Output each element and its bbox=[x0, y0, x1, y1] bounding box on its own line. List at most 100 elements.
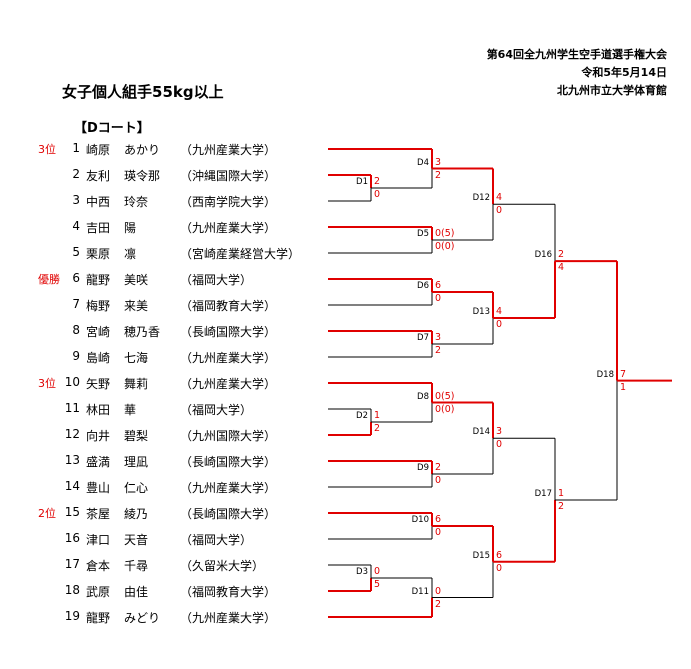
bout-score-top: 2 bbox=[374, 176, 381, 187]
bout-id: D9 bbox=[417, 463, 429, 473]
entry-number: 10 bbox=[64, 375, 80, 389]
event-date: 令和5年5月14日 bbox=[581, 66, 667, 79]
entry-number: 8 bbox=[72, 323, 80, 337]
bout-id: D18 bbox=[596, 369, 614, 380]
entry-surname: 向井 bbox=[86, 429, 111, 443]
bout-score-top: 6 bbox=[496, 549, 503, 561]
bout-id: D5 bbox=[417, 229, 429, 239]
bout-score-bottom: 0 bbox=[435, 475, 442, 486]
entry-team: （九州国際大学） bbox=[180, 429, 277, 443]
entry-number: 11 bbox=[64, 401, 80, 415]
entry-surname: 中西 bbox=[86, 195, 111, 209]
entry-given-name: 七海 bbox=[124, 351, 149, 365]
entry-surname: 吉田 bbox=[86, 221, 111, 235]
entry-number: 13 bbox=[64, 453, 80, 467]
bout-score-bottom: 0(0) bbox=[435, 403, 455, 415]
entry-surname: 倉本 bbox=[86, 559, 111, 573]
entry-team: （福岡大学） bbox=[180, 273, 253, 287]
bout-id: D13 bbox=[472, 307, 490, 317]
bout-score-top: 0(5) bbox=[435, 228, 455, 239]
bout-score-bottom: 2 bbox=[435, 169, 442, 181]
entry-number: 4 bbox=[72, 219, 80, 233]
bout-id: D14 bbox=[472, 427, 490, 438]
entry-number: 7 bbox=[72, 297, 80, 311]
entry-number: 16 bbox=[64, 531, 80, 545]
entry-given-name: 凛 bbox=[124, 247, 137, 261]
entry-number: 5 bbox=[72, 245, 80, 259]
bout-score-top: 3 bbox=[435, 332, 442, 343]
bout-score-top: 1 bbox=[374, 410, 381, 421]
entry-number: 9 bbox=[72, 349, 80, 363]
entry-number: 6 bbox=[72, 271, 80, 285]
bout-id: D7 bbox=[417, 333, 429, 343]
entry-surname: 矢野 bbox=[86, 377, 111, 391]
entry-team: （福岡教育大学） bbox=[180, 299, 277, 313]
entry-surname: 龍野 bbox=[86, 273, 111, 287]
bout-score-top: 3 bbox=[496, 426, 503, 438]
bout-score-top: 1 bbox=[558, 488, 565, 499]
bout-id: D6 bbox=[417, 281, 429, 291]
entry-given-name: 陽 bbox=[124, 221, 137, 235]
bout-score-bottom: 0 bbox=[496, 439, 503, 451]
entry-team: （九州産業大学） bbox=[180, 221, 277, 235]
bout-score-bottom: 0(0) bbox=[435, 241, 455, 252]
entry-given-name: 来美 bbox=[124, 299, 149, 313]
entry-team: （九州産業大学） bbox=[180, 611, 277, 625]
bout-score-top: 6 bbox=[435, 514, 442, 525]
entry-given-name: 由佳 bbox=[124, 585, 149, 599]
entry-number: 18 bbox=[64, 583, 80, 597]
bout-score-top: 3 bbox=[435, 156, 442, 168]
entry-team: （沖縄国際大学） bbox=[180, 169, 277, 183]
bout-score-bottom: 0 bbox=[496, 319, 503, 330]
entry-given-name: 華 bbox=[124, 403, 137, 417]
rank-label: 3位 bbox=[38, 143, 56, 156]
entry-given-name: 瑛令那 bbox=[124, 169, 161, 183]
bout-score-bottom: 0 bbox=[496, 562, 503, 574]
entry-team: （福岡大学） bbox=[180, 533, 253, 547]
entry-surname: 龍野 bbox=[86, 611, 111, 625]
bout-score-top: 4 bbox=[496, 192, 503, 204]
entry-number: 2 bbox=[72, 167, 80, 181]
entry-surname: 友利 bbox=[86, 169, 111, 183]
entry-surname: 津口 bbox=[86, 533, 111, 547]
rank-label: 2位 bbox=[38, 507, 56, 520]
bout-id: D11 bbox=[411, 586, 429, 597]
entry-team: （福岡大学） bbox=[180, 403, 253, 417]
entry-team: （長崎国際大学） bbox=[180, 325, 277, 339]
bout-score-top: 2 bbox=[435, 462, 442, 473]
bout-score-top: 0 bbox=[435, 585, 442, 597]
bout-score-bottom: 0 bbox=[374, 189, 381, 200]
rank-label: 優勝 bbox=[38, 273, 60, 286]
entry-surname: 栗原 bbox=[86, 247, 111, 261]
event-venue: 北九州市立大学体育館 bbox=[557, 84, 667, 97]
entry-given-name: 理凪 bbox=[124, 455, 149, 469]
bout-score-bottom: 2 bbox=[435, 598, 442, 610]
bout-id: D4 bbox=[417, 157, 429, 168]
bout-score-bottom: 2 bbox=[558, 501, 565, 512]
bout-id: D16 bbox=[534, 250, 552, 261]
entry-surname: 宮崎 bbox=[86, 325, 111, 339]
bout-id: D1 bbox=[356, 177, 368, 187]
event-title: 第64回全九州学生空手道選手権大会 bbox=[486, 48, 667, 61]
entry-surname: 林田 bbox=[86, 403, 111, 417]
entry-number: 3 bbox=[72, 193, 80, 207]
bout-score-bottom: 0 bbox=[435, 293, 442, 304]
entry-surname: 崎原 bbox=[86, 143, 111, 157]
entry-number: 14 bbox=[64, 479, 80, 493]
bout-score-bottom: 1 bbox=[620, 381, 627, 393]
entry-team: （福岡教育大学） bbox=[180, 585, 277, 599]
entry-given-name: 舞莉 bbox=[124, 377, 149, 391]
entry-given-name: 穂乃香 bbox=[124, 325, 161, 339]
entry-team: （九州産業大学） bbox=[180, 377, 277, 391]
entry-number: 1 bbox=[72, 141, 80, 155]
bout-score-top: 0(5) bbox=[435, 390, 455, 402]
page-title: 女子個人組手55kg以上 bbox=[62, 83, 224, 101]
entry-given-name: あかり bbox=[124, 143, 161, 157]
entry-given-name: 千尋 bbox=[124, 559, 149, 573]
bout-score-bottom: 2 bbox=[435, 345, 442, 356]
entry-team: （長崎国際大学） bbox=[180, 507, 277, 521]
entry-surname: 梅野 bbox=[86, 299, 111, 313]
entry-number: 17 bbox=[64, 557, 80, 571]
bout-score-bottom: 0 bbox=[496, 205, 503, 217]
entry-team: （西南学院大学） bbox=[180, 195, 277, 209]
